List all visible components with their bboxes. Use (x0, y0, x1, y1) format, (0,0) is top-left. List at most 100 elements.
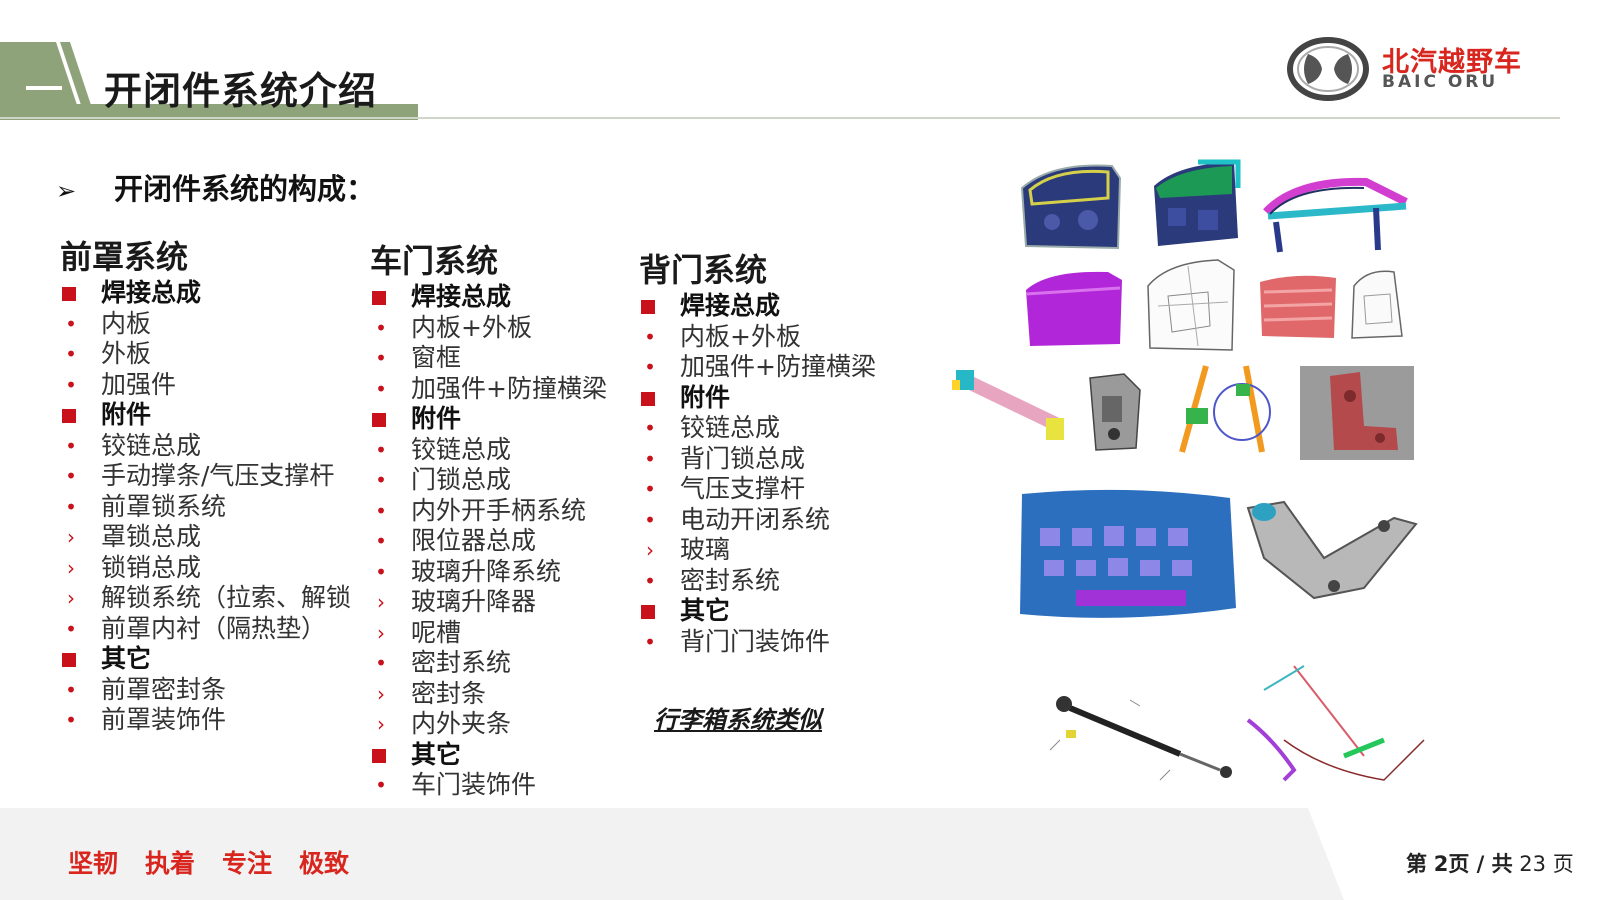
column-title: 前罩系统 (60, 238, 189, 276)
list-item: 密封条 (370, 679, 498, 710)
item-label: 铰链总成 (411, 434, 512, 464)
page-current: 2 (1433, 852, 1449, 876)
category-item: 其它 (639, 596, 767, 627)
item-label: 内板+外板 (411, 312, 532, 342)
list-item: 内板 (60, 309, 188, 340)
item-label: 门锁总成 (411, 465, 512, 494)
dot-bullet-icon (62, 370, 80, 401)
chevron-bullet-icon (372, 587, 390, 618)
dot-bullet-icon (641, 322, 659, 353)
footer-slogans: 坚韧执着专注极致 (68, 844, 376, 880)
list-item: 背门门装饰件 (639, 627, 830, 658)
page-suffix: 页 (1552, 852, 1574, 876)
item-label: 气压支撑杆 (680, 474, 806, 503)
door-beam-image (950, 366, 1074, 456)
item-label: 呢槽 (411, 617, 462, 647)
dot-bullet-icon (372, 374, 390, 405)
hood-hinge-image (1244, 498, 1420, 602)
chevron-bullet-icon (62, 553, 80, 584)
list-item: 玻璃升降器 (370, 587, 536, 618)
list-item: 铰链总成 (60, 431, 201, 462)
item-label: 加强件+防撞横梁 (411, 373, 607, 403)
section-heading-text: 开闭件系统的构成： (114, 172, 376, 206)
column-hood-system: 前罩系统 焊接总成内板外板加强件附件铰链总成手动撑条/气压支撑杆前罩锁系统罩锁总… (60, 236, 351, 736)
item-label: 内板+外板 (680, 321, 801, 351)
list-item: 内板+外板 (370, 313, 532, 344)
dot-bullet-icon (641, 505, 659, 536)
item-label: 加强件+防撞横梁 (680, 352, 876, 381)
column-title: 车门系统 (370, 242, 499, 280)
list-item: 加强件+防撞横梁 (639, 352, 876, 383)
dot-bullet-icon (372, 465, 390, 496)
page-title: 开闭件系统介绍 (104, 69, 378, 113)
list-item: 加强件 (60, 370, 188, 401)
item-label: 玻璃 (680, 535, 731, 564)
category-item: 其它 (60, 644, 188, 675)
column-door-system: 车门系统 焊接总成内板+外板窗框加强件+防撞横梁附件铰链总成门锁总成内外开手柄系… (370, 240, 607, 801)
page-number: 第 2页 / 共 23 页 (1406, 848, 1574, 878)
item-label: 其它 (411, 739, 462, 769)
category-item: 焊接总成 (639, 291, 780, 322)
release-cable-diagram-image (1244, 660, 1440, 794)
slogan-2: 执着 (145, 849, 196, 878)
list-item: 铰链总成 (639, 413, 780, 444)
category-item: 焊接总成 (370, 282, 511, 313)
category-item: 附件 (639, 383, 767, 414)
category-item: 焊接总成 (60, 278, 201, 309)
door-reinforcement-image (1256, 172, 1416, 258)
dot-bullet-icon (372, 648, 390, 679)
column-list: 焊接总成内板+外板加强件+防撞横梁附件铰链总成背门锁总成气压支撑杆电动开闭系统玻… (639, 291, 876, 658)
chevron-bullet-icon (372, 618, 390, 649)
item-label: 内板 (101, 308, 152, 338)
dot-bullet-icon (641, 352, 659, 383)
dot-bullet-icon (641, 413, 659, 444)
dot-bullet-icon (641, 474, 659, 505)
item-label: 焊接总成 (411, 282, 512, 311)
dot-bullet-icon (372, 770, 390, 801)
item-label: 前罩锁系统 (101, 491, 227, 521)
door-frame-image (1138, 158, 1250, 254)
square-bullet-icon (62, 287, 76, 301)
item-label: 内外夹条 (411, 709, 512, 738)
item-label: 锁销总成 (101, 552, 202, 582)
trunk-note: 行李箱系统类似 (654, 706, 822, 734)
dot-bullet-icon (62, 339, 80, 370)
item-label: 其它 (680, 596, 731, 625)
gas-strut-diagram-image (1030, 680, 1242, 798)
page-total: 23 (1519, 852, 1547, 876)
item-label: 其它 (101, 644, 152, 673)
item-label: 附件 (101, 400, 152, 429)
item-label: 加强件 (101, 369, 177, 399)
list-item: 背门锁总成 (639, 444, 805, 475)
list-item: 前罩密封条 (60, 675, 226, 706)
dot-bullet-icon (62, 675, 80, 706)
list-item: 内板+外板 (639, 322, 801, 353)
door-inner-panel-image (1012, 158, 1130, 254)
list-item: 车门装饰件 (370, 770, 536, 801)
chevron-bullet-icon (372, 679, 390, 710)
list-item: 罩锁总成 (60, 522, 201, 553)
column-list: 焊接总成内板外板加强件附件铰链总成手动撑条/气压支撑杆前罩锁系统罩锁总成锁销总成… (60, 278, 351, 736)
dot-bullet-icon (62, 614, 80, 645)
dot-bullet-icon (62, 431, 80, 462)
hood-inner-panel-image (1016, 488, 1238, 626)
item-label: 内外开手柄系统 (411, 495, 587, 525)
tailgate-sketch-image (1344, 266, 1410, 342)
item-label: 限位器总成 (411, 526, 537, 555)
list-item: 呢槽 (370, 618, 498, 649)
category-item: 附件 (370, 404, 498, 435)
list-item: 门锁总成 (370, 465, 511, 496)
item-label: 附件 (411, 404, 462, 433)
dot-bullet-icon (372, 313, 390, 344)
item-label: 密封系统 (680, 565, 781, 595)
item-label: 背门锁总成 (680, 443, 806, 473)
list-item: 手动撑条/气压支撑杆 (60, 461, 334, 492)
item-label: 铰链总成 (101, 430, 202, 460)
dot-bullet-icon (372, 343, 390, 374)
door-outer-panel-image (1018, 270, 1128, 350)
list-item: 玻璃 (639, 535, 767, 566)
hinge-photo-image (1300, 366, 1414, 460)
logo-en-text: BAIC ORU (1382, 72, 1499, 92)
square-bullet-icon (62, 653, 76, 667)
header-divider (0, 117, 1560, 119)
